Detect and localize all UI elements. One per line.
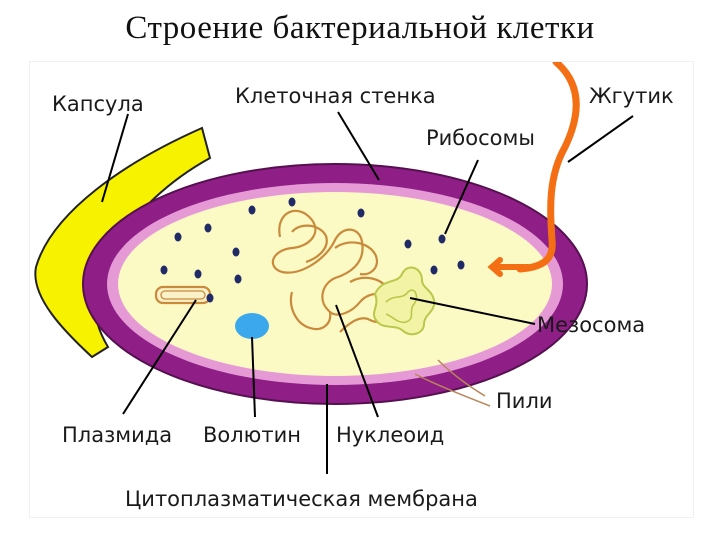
ribosome (204, 223, 212, 233)
flagellum-hook (487, 257, 531, 277)
label-cytoplasmic-membrane: Цитоплазматическая мембрана (125, 487, 478, 511)
ribosome (288, 197, 296, 207)
leader-mesosome (409, 297, 536, 325)
leader-nucleoid (335, 304, 379, 418)
ribosome (457, 260, 465, 270)
ribosome (404, 239, 412, 249)
ribosome (438, 234, 446, 244)
ribosome (160, 265, 168, 275)
leader-plasmid (122, 299, 197, 415)
leader-cell-wall (337, 111, 380, 181)
label-capsule: Капсула (52, 92, 144, 116)
slide-title: Строение бактериальной клетки (125, 10, 595, 46)
leader-capsule (101, 113, 129, 203)
label-volutin: Волютин (203, 423, 301, 447)
cytoplasm (118, 192, 552, 376)
volutin (235, 313, 269, 339)
plasmid (154, 285, 212, 305)
label-mesosome: Мезосома (537, 313, 645, 337)
label-plasmid: Плазмида (62, 423, 172, 447)
diagram-panel: Капсула Клеточная стенка Жгутик Рибосомы… (30, 58, 693, 517)
label-pili: Пили (496, 389, 553, 413)
mesosome-inner-fold (385, 289, 418, 324)
label-nucleoid: Нуклеоид (336, 423, 444, 447)
ribosome (194, 269, 202, 279)
ribosome (248, 205, 256, 215)
ribosomes (160, 197, 465, 303)
ribosome (357, 208, 365, 218)
bacterial-cell-diagram: Капсула Клеточная стенка Жгутик Рибосомы… (34, 58, 674, 511)
leader-flagellum (567, 115, 634, 163)
ribosome (206, 293, 214, 303)
leader-volutin (251, 336, 256, 418)
ribosome (430, 265, 438, 275)
flagellum (516, 58, 580, 273)
label-cell-wall: Клеточная стенка (235, 84, 436, 108)
label-ribosomes: Рибосомы (426, 126, 535, 150)
leader-pili (414, 359, 491, 407)
leader-lines (101, 111, 634, 474)
ribosome (232, 247, 240, 257)
mesosome (373, 266, 436, 336)
ribosome (234, 274, 242, 284)
ribosome (174, 232, 182, 242)
label-flagellum: Жгутик (589, 84, 674, 108)
plasmid-inner-strand (160, 290, 206, 300)
leader-ribosomes (444, 159, 479, 235)
